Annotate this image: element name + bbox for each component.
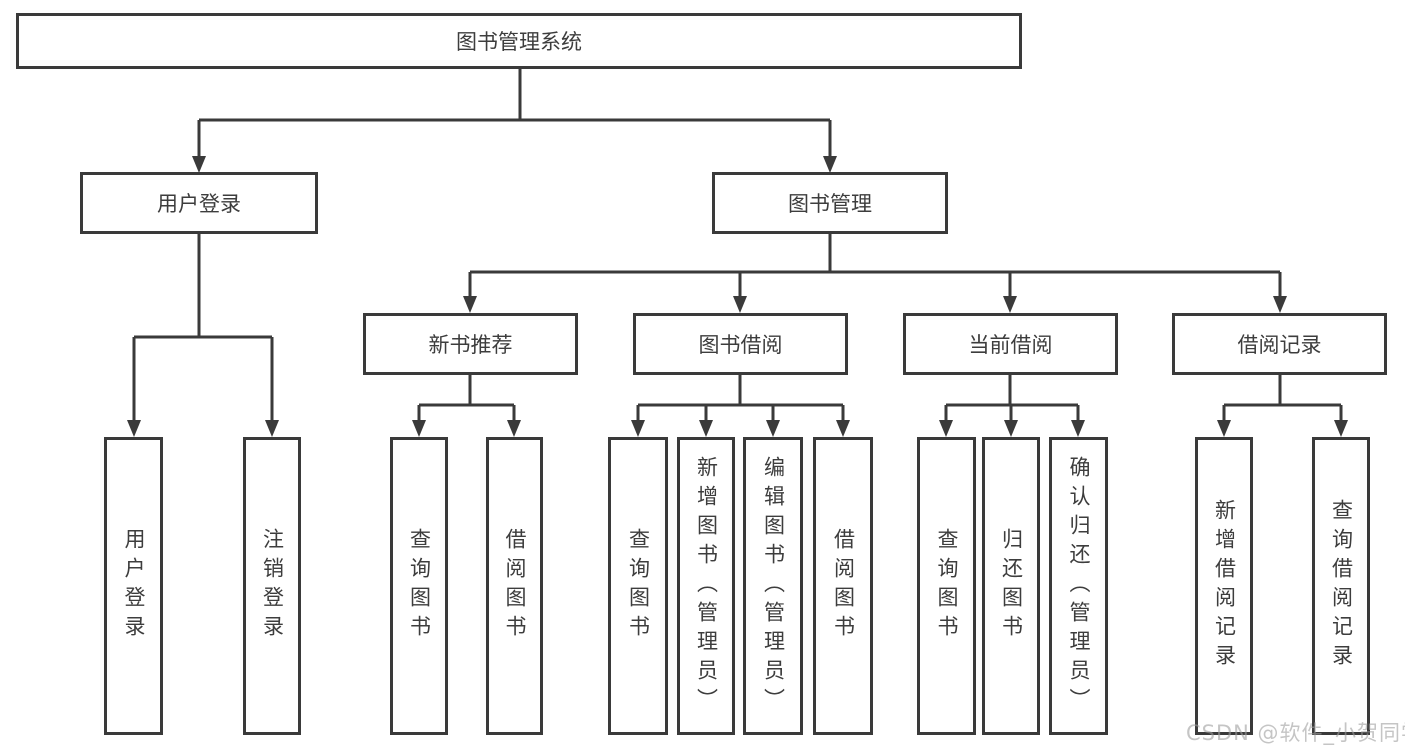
csdn-watermark: CSDN @软件_小贺同学 xyxy=(1186,721,1405,745)
leaf-borrow-add-books-admin: 新增图书（管理员） xyxy=(677,437,735,735)
connector-new-book-children xyxy=(412,375,521,437)
connector-user-login-children xyxy=(127,234,279,437)
leaf-records-query-record: 查询借阅记录 xyxy=(1312,437,1370,735)
node-current-borrow: 当前借阅 xyxy=(903,313,1118,375)
leaf-borrow-edit-books-admin: 编辑图书（管理员） xyxy=(743,437,803,735)
connector-current-borrow-children xyxy=(939,375,1085,437)
node-user-login: 用户登录 xyxy=(80,172,318,234)
leaf-borrow-query-books: 查询图书 xyxy=(608,437,668,735)
leaf-user-login: 用户登录 xyxy=(104,437,163,735)
node-new-book-recommend: 新书推荐 xyxy=(363,313,578,375)
leaf-borrow-borrow-books: 借阅图书 xyxy=(813,437,873,735)
connector-book-borrow-children xyxy=(631,375,850,437)
leaf-current-return-books: 归还图书 xyxy=(982,437,1040,735)
leaf-newbook-query-books: 查询图书 xyxy=(390,437,448,735)
node-root-system: 图书管理系统 xyxy=(16,13,1022,69)
connector-borrow-records-children xyxy=(1217,375,1348,437)
leaf-current-confirm-return-admin: 确认归还（管理员） xyxy=(1049,437,1108,735)
connector-book-management-children xyxy=(463,234,1287,313)
leaf-logout: 注销登录 xyxy=(243,437,301,735)
node-borrow-records: 借阅记录 xyxy=(1172,313,1387,375)
node-book-management: 图书管理 xyxy=(712,172,948,234)
node-book-borrow: 图书借阅 xyxy=(633,313,848,375)
leaf-records-add-record: 新增借阅记录 xyxy=(1195,437,1253,735)
leaf-current-query-books: 查询图书 xyxy=(917,437,976,735)
leaf-newbook-borrow-books: 借阅图书 xyxy=(486,437,543,735)
connector-root-to-level2 xyxy=(192,69,837,173)
